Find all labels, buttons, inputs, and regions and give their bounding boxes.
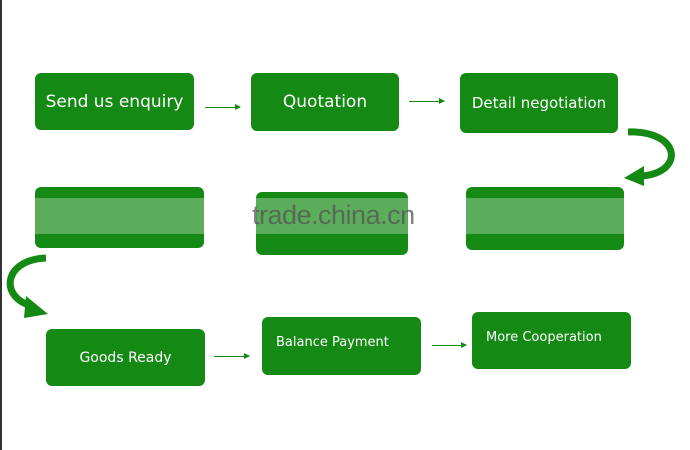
arrow-right [432,342,467,348]
step-send-enquiry: Send us enquiry [35,73,194,130]
curved-arrow-down-left-icon [624,128,675,186]
arrow-right [214,353,250,359]
step-hidden-1 [35,187,204,248]
step-hidden-2 [256,192,408,255]
curved-arrow-down-right-icon [6,254,48,318]
arrow-right [205,104,241,110]
arrow-right [409,98,445,104]
step-detail-negotiation: Detail negotiation [460,73,618,133]
step-balance-payment: Balance Payment [262,317,421,375]
watermark-text: trade.china.cn [252,200,415,230]
watermark-band [2,198,690,234]
step-more-cooperation: More Cooperation [472,312,631,369]
step-goods-ready: Goods Ready [46,329,205,386]
step-hidden-3 [466,187,624,250]
step-quotation: Quotation [251,73,399,131]
